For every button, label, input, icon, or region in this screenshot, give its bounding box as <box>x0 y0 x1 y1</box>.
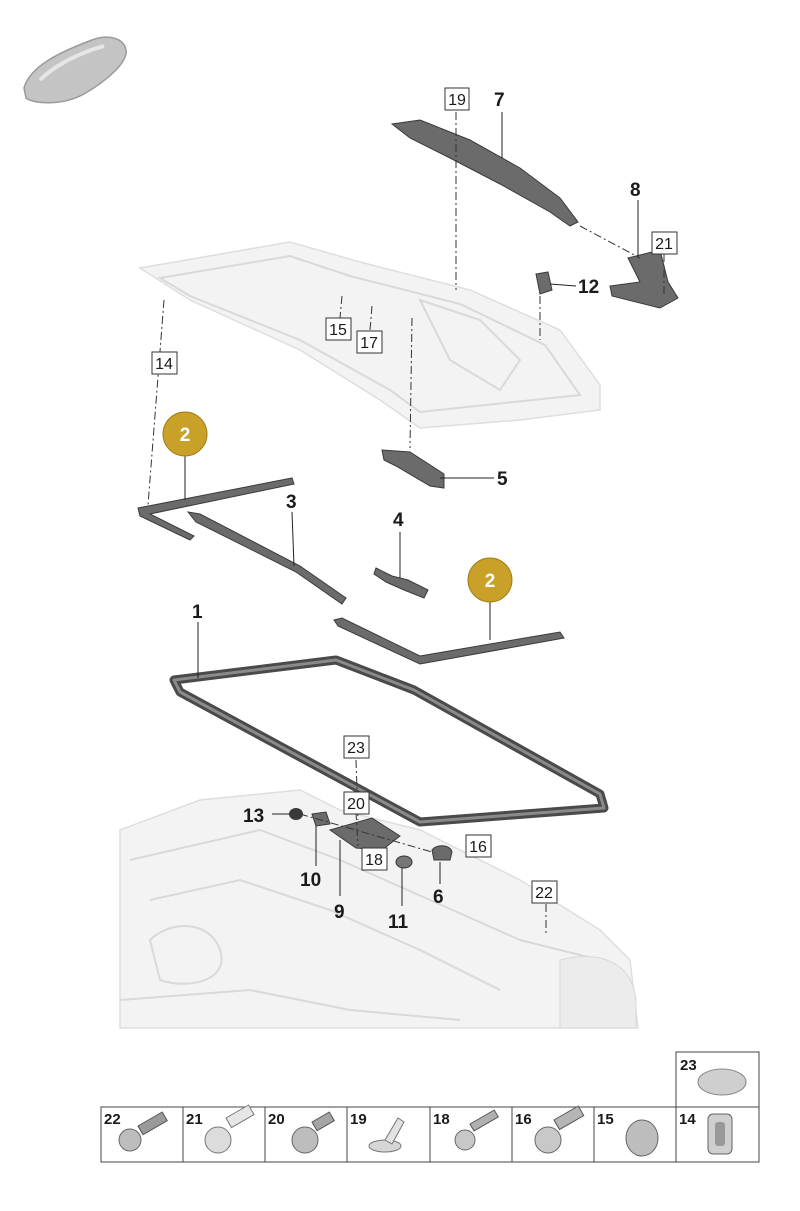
car-silhouette-icon <box>23 36 127 104</box>
part-2b-strip <box>333 617 565 665</box>
boxed-label-14: 14 <box>151 351 178 375</box>
boxed-label-16: 16 <box>465 834 492 858</box>
label-3: 3 <box>286 492 297 513</box>
label-11: 11 <box>388 912 409 933</box>
fastener-cell-19: 19 <box>350 1111 405 1153</box>
label-12: 12 <box>578 277 599 298</box>
boxed-label-15: 15 <box>325 317 352 341</box>
label-4: 4 <box>393 510 404 531</box>
part-9-bracket <box>328 817 401 851</box>
part-11-nut <box>395 855 413 869</box>
part-5-bracket <box>381 449 445 489</box>
label-10: 10 <box>300 870 321 891</box>
fastener-cell-15: 15 <box>597 1111 659 1157</box>
svg-text:18: 18 <box>433 1111 450 1128</box>
leader-lines <box>184 112 639 906</box>
fastener-cell-16: 16 <box>515 1105 585 1154</box>
svg-text:20: 20 <box>347 796 365 813</box>
part-2a-strip <box>137 477 295 541</box>
label-6: 6 <box>433 887 444 908</box>
boxed-label-19: 19 <box>444 87 470 111</box>
svg-text:17: 17 <box>360 335 378 352</box>
fastener-cell-21: 21 <box>186 1104 255 1154</box>
svg-text:15: 15 <box>597 1111 614 1128</box>
svg-text:16: 16 <box>515 1111 532 1128</box>
label-1: 1 <box>192 602 203 623</box>
assembly-lines <box>147 112 665 934</box>
boxed-label-22: 22 <box>531 880 558 904</box>
svg-text:21: 21 <box>655 236 673 253</box>
part-1-seal <box>169 655 609 827</box>
svg-text:14: 14 <box>155 356 173 373</box>
svg-text:16: 16 <box>469 839 487 856</box>
fastener-cell-14: 14 <box>679 1111 733 1155</box>
fastener-table: 23 22 21 20 19 1 <box>100 1051 760 1163</box>
label-13: 13 <box>243 806 264 827</box>
svg-text:23: 23 <box>680 1057 697 1074</box>
svg-text:2: 2 <box>180 425 191 446</box>
fastener-cell-20: 20 <box>268 1111 336 1154</box>
label-8: 8 <box>630 180 641 201</box>
boxed-label-20: 20 <box>343 791 370 815</box>
body-ghost <box>119 789 639 1029</box>
svg-text:2: 2 <box>485 571 496 592</box>
svg-text:19: 19 <box>350 1111 367 1128</box>
part-4-bracket <box>373 567 429 599</box>
part-8-bracket <box>609 249 679 309</box>
boxed-label-21: 21 <box>651 231 678 255</box>
svg-text:15: 15 <box>329 322 347 339</box>
fastener-cell-23: 23 <box>680 1057 747 1096</box>
svg-text:18: 18 <box>365 852 383 869</box>
label-5: 5 <box>497 469 508 490</box>
part-3-strip <box>186 511 347 605</box>
svg-text:22: 22 <box>104 1111 121 1128</box>
boxed-label-17: 17 <box>356 330 383 354</box>
part-12-clip <box>535 271 553 295</box>
boxed-label-18: 18 <box>361 847 388 871</box>
badge-2-lower: 2 <box>467 557 513 603</box>
svg-text:22: 22 <box>535 885 553 902</box>
boxed-label-23: 23 <box>343 735 370 759</box>
svg-text:14: 14 <box>679 1111 696 1128</box>
fastener-cell-18: 18 <box>433 1109 499 1151</box>
svg-text:19: 19 <box>448 92 466 109</box>
part-13-plug <box>289 808 303 820</box>
svg-text:21: 21 <box>186 1111 203 1128</box>
fastener-cell-22: 22 <box>104 1111 168 1152</box>
part-6-clip <box>431 845 453 861</box>
part-7-trim <box>390 119 579 227</box>
svg-text:23: 23 <box>347 740 365 757</box>
label-7: 7 <box>494 90 505 111</box>
svg-text:20: 20 <box>268 1111 285 1128</box>
label-9: 9 <box>334 902 345 923</box>
badge-2-upper: 2 <box>162 411 208 457</box>
part-10-clip <box>311 811 331 827</box>
